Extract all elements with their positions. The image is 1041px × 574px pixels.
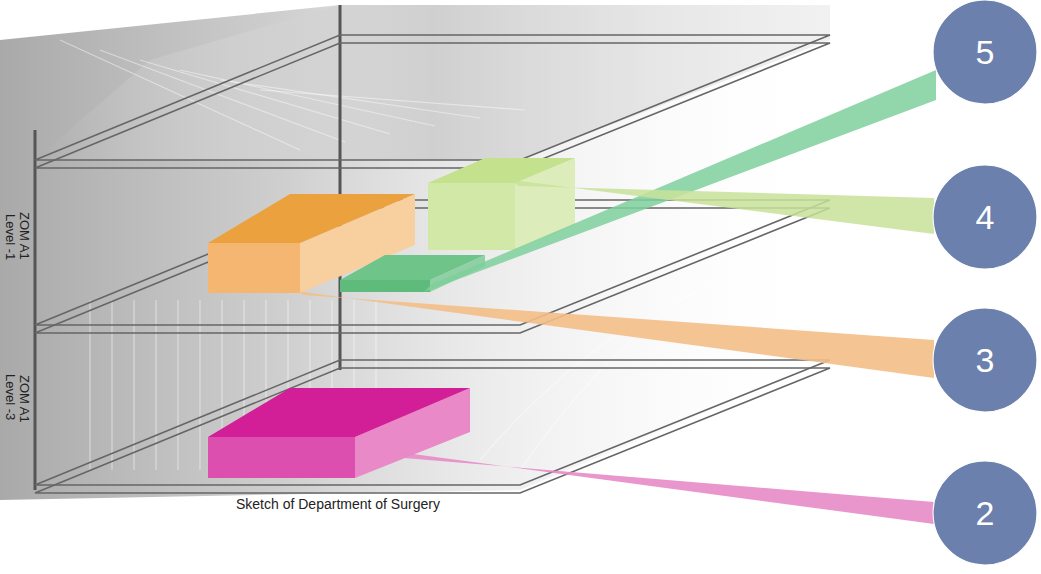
sketch-line (480, 280, 730, 460)
floor-slab (35, 35, 830, 160)
level-label: Level -3 (3, 374, 18, 420)
floor-slab (35, 360, 830, 485)
callout-circle: 4 (932, 164, 1038, 270)
leader-wedge (424, 70, 936, 292)
sketch-line (220, 80, 480, 118)
sketch-line (180, 70, 435, 126)
level-label: ZOM A1 (17, 375, 32, 423)
leader-wedge (296, 291, 934, 378)
caption: Sketch of Department of Surgery (236, 496, 440, 512)
sketch-line (520, 260, 760, 470)
floor-slab (35, 368, 830, 493)
background-volume (35, 5, 830, 160)
background-volume (0, 5, 830, 500)
room-block-2 (208, 388, 470, 478)
sketch-line (60, 40, 300, 150)
sketch-line (100, 50, 345, 142)
callout-number: 3 (976, 343, 995, 377)
floor-slab (35, 43, 830, 168)
level-label: Level -1 (3, 214, 18, 260)
floor-slabs (35, 35, 830, 493)
leader-wedge (398, 452, 934, 524)
leader-wedge (512, 180, 934, 234)
callout-number: 2 (976, 496, 995, 530)
level-label: ZOM A1 (17, 212, 32, 260)
callout-circle: 3 (932, 307, 1038, 413)
callout-number: 4 (976, 200, 995, 234)
sketch-line (260, 90, 525, 110)
callout-circle: 2 (932, 460, 1038, 566)
sketch-lines (60, 40, 760, 470)
callout-number: 5 (976, 35, 995, 69)
post (34, 130, 37, 490)
callout-circle: 5 (932, 0, 1038, 105)
post (339, 5, 342, 370)
